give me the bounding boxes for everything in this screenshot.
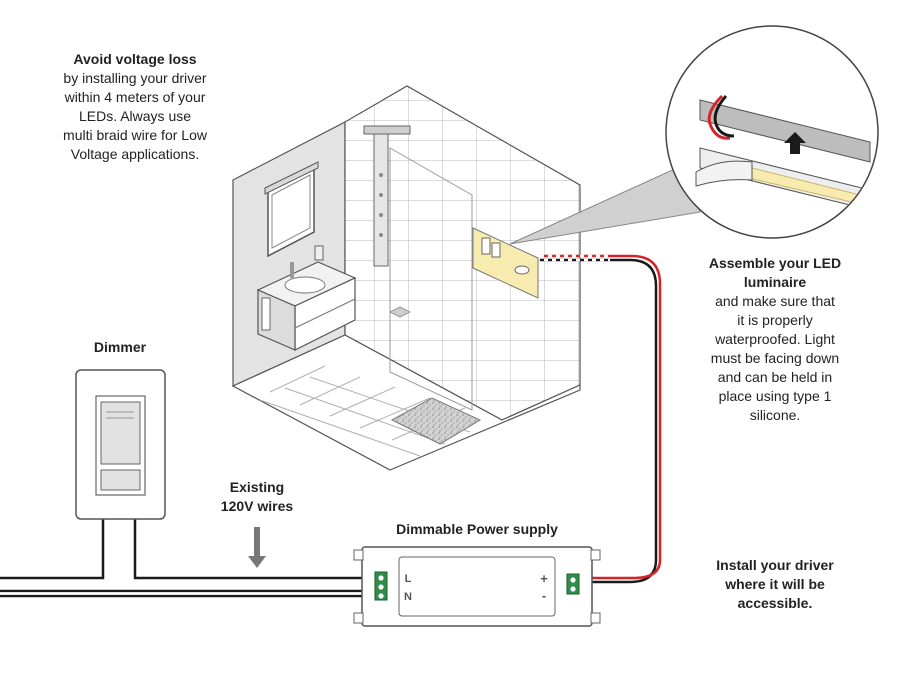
assemble-line: and make sure that	[715, 293, 835, 309]
terminal-label-minus: -	[541, 588, 547, 603]
wiring	[0, 254, 662, 598]
voltage-loss-heading: Avoid voltage loss	[73, 51, 197, 67]
dimmer-rocker[interactable]	[100, 401, 141, 465]
driver-line: where it will be	[725, 576, 825, 592]
assemble-line: must be facing down	[710, 350, 840, 366]
voltage-loss-line: by installing your driver	[63, 70, 207, 86]
existing-wires-line: 120V wires	[220, 498, 294, 514]
assemble-note: Assemble your LED luminaire and make sur…	[680, 254, 870, 425]
voltage-loss-note: Avoid voltage loss by installing your dr…	[30, 50, 240, 164]
terminal-label-plus: +	[540, 571, 548, 586]
existing-wires-label: Existing 120V wires	[200, 478, 314, 516]
assemble-line: it is properly	[737, 312, 813, 328]
terminal-label-line: L	[404, 573, 412, 585]
up-arrow-icon	[784, 132, 806, 154]
assemble-heading: luminaire	[743, 274, 807, 290]
down-arrow-icon	[248, 527, 266, 568]
assemble-heading: Assemble your LED	[708, 255, 842, 271]
shower-column	[373, 133, 389, 267]
zoom-callout	[509, 25, 879, 245]
driver-line: Install your driver	[716, 557, 834, 573]
dimmer-label: Dimmer	[93, 339, 147, 355]
floor-drain-mat	[390, 397, 482, 445]
power-supply	[353, 546, 601, 627]
dimmer-slider[interactable]	[100, 469, 141, 491]
existing-wires-line: Existing	[229, 479, 285, 495]
assemble-line: place using type 1	[718, 388, 832, 404]
voltage-loss-line: multi braid wire for Low	[63, 127, 207, 143]
dimmer-switch[interactable]	[75, 369, 166, 520]
shower-glass	[389, 147, 473, 411]
voltage-loss-line: LEDs. Always use	[78, 108, 192, 124]
power-supply-label: Dimmable Power supply	[396, 521, 558, 537]
assemble-line: and can be held in	[717, 369, 833, 385]
voltage-loss-line: within 4 meters of your	[64, 89, 206, 105]
voltage-loss-line: Voltage applications.	[70, 146, 200, 162]
driver-note: Install your driver where it will be acc…	[680, 556, 870, 613]
assemble-line: waterproofed. Light	[715, 331, 835, 347]
terminal-label-neutral: N	[404, 591, 412, 603]
output-terminal-block	[566, 573, 580, 595]
driver-line: accessible.	[737, 595, 813, 611]
assemble-line: silicone.	[749, 407, 801, 423]
bathroom-illustration	[231, 85, 581, 471]
